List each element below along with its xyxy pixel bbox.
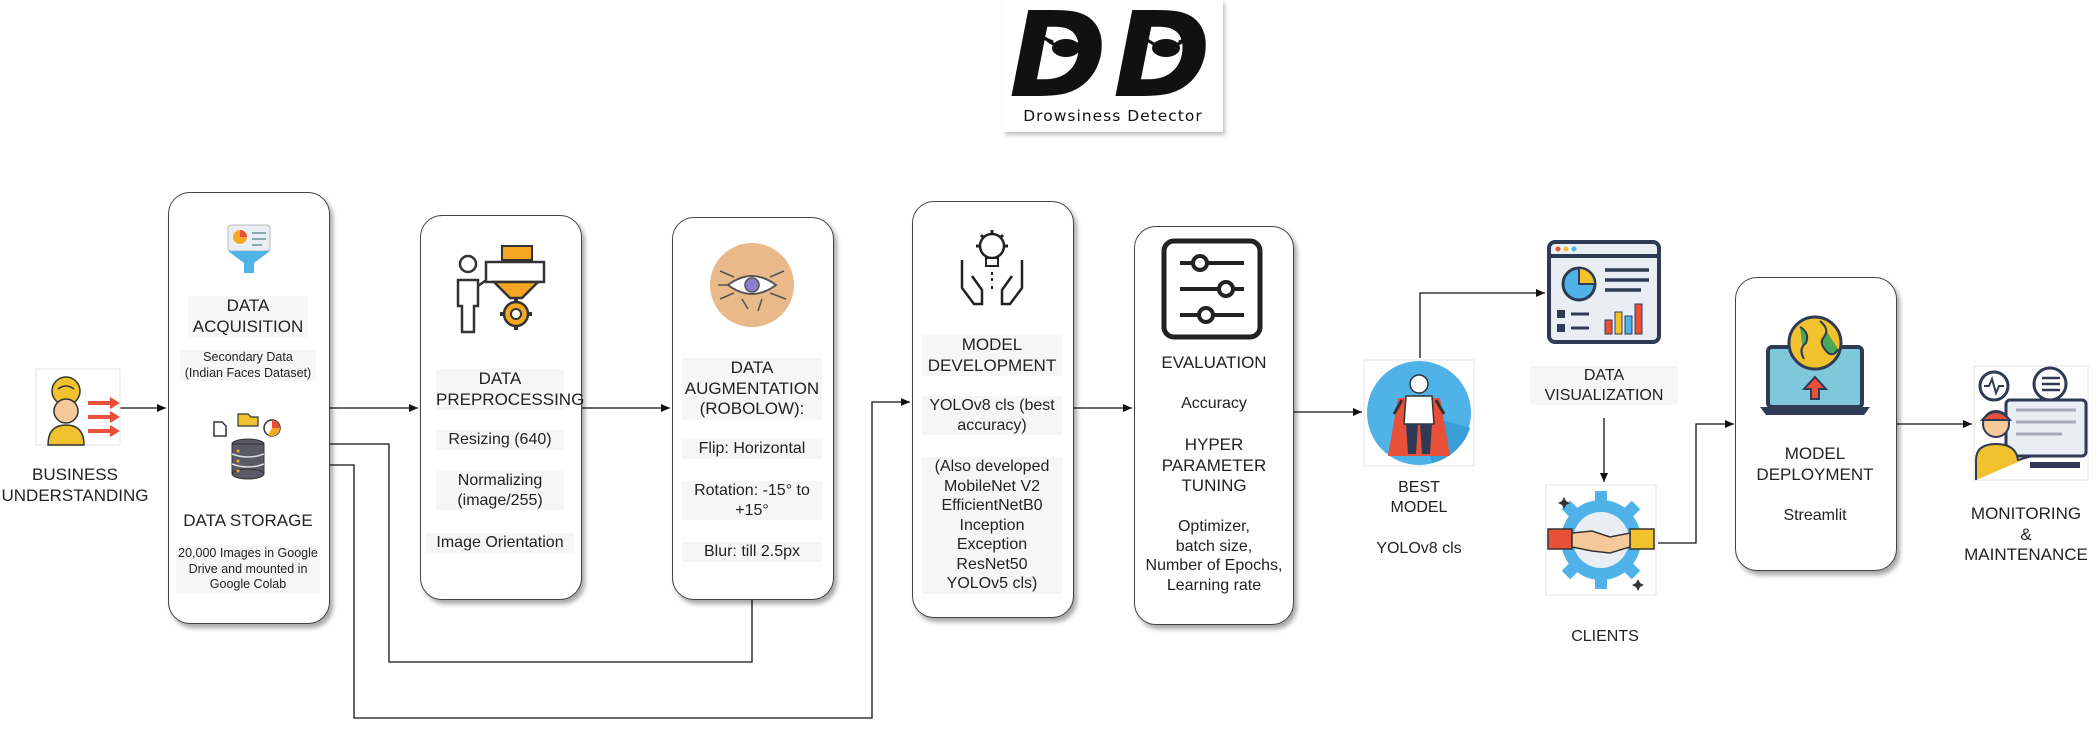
handshake-gear-icon	[1545, 484, 1657, 596]
data-acquisition-detail: Secondary Data (Indian Faces Dataset)	[180, 350, 316, 382]
preprocessing-item-normalizing: Normalizing (image/255)	[436, 471, 564, 511]
hyperparameter-tuning-items: Optimizer, batch size, Number of Epochs,…	[1145, 518, 1283, 594]
model-development-also: (Also developed MobileNet V2 EfficientNe…	[922, 457, 1062, 594]
preprocessing-item-resizing: Resizing (640)	[436, 430, 564, 450]
data-storage-title: DATA STORAGE	[183, 511, 313, 530]
arrow-augmentation-to-storage	[285, 440, 753, 663]
data-augmentation-title: DATA AUGMENTATION (ROBOLOW):	[682, 358, 822, 421]
superhero-icon	[1363, 359, 1475, 467]
best-model-name: YOLOv8 cls	[1376, 540, 1462, 557]
model-development-title: MODEL DEVELOPMENT	[922, 335, 1062, 377]
data-preprocessing-title: DATA PREPROCESSING	[436, 369, 585, 411]
evaluation-title: EVALUATION	[1161, 353, 1267, 372]
monitoring-maintenance-title: MONITORING & MAINTENANCE	[1964, 504, 2088, 565]
arrow-bestmodel-to-visualization	[1419, 289, 1545, 358]
model-deployment-title: MODEL DEPLOYMENT	[1756, 444, 1874, 484]
sliders-icon	[1161, 238, 1263, 340]
drowsiness-detector-logo: DD Drowsiness Detector	[1003, 0, 1223, 132]
data-storage-detail: 20,000 Images in Google Drive and mounte…	[176, 546, 320, 593]
hands-gear-bulb-icon	[960, 230, 1024, 306]
model-deployment-platform: Streamlit	[1783, 507, 1847, 524]
augmentation-item-flip: Flip: Horizontal	[682, 439, 822, 459]
preprocessing-item-orientation: Image Orientation	[426, 533, 574, 553]
data-acquisition-title: DATA ACQUISITION	[188, 296, 308, 338]
eye-icon	[710, 243, 794, 327]
laptop-globe-icon	[1760, 315, 1870, 415]
business-person-icon	[35, 368, 121, 446]
augmentation-item-rotation: Rotation: -15° to +15°	[682, 481, 822, 521]
best-model-title: BEST MODEL	[1390, 479, 1448, 516]
sleepy-eyes-icon	[1038, 34, 1194, 57]
dashboard-icon	[1547, 240, 1661, 344]
evaluation-metric: Accuracy	[1181, 395, 1247, 412]
model-development-best: YOLOv8 cls (best accuracy)	[922, 396, 1062, 436]
logo-letters: DD	[1009, 0, 1217, 124]
clients-title: CLIENTS	[1571, 628, 1639, 645]
arrow-clients-to-deployment	[1658, 420, 1734, 544]
database-icon	[213, 413, 281, 480]
preprocessing-icon	[456, 245, 546, 334]
data-visualization-title: DATA VISUALIZATION	[1530, 366, 1678, 406]
hyperparameter-tuning-title: HYPER PARAMETER TUNING	[1161, 435, 1267, 496]
model-deployment-box	[1735, 277, 1897, 571]
augmentation-item-blur: Blur: till 2.5px	[682, 542, 822, 562]
monitoring-person-icon	[1973, 365, 2089, 481]
business-understanding-label: BUSINESS UNDERSTANDING	[1, 465, 149, 505]
arrow-storage-to-model	[285, 398, 910, 719]
data-funnel-icon	[227, 224, 271, 273]
logo-subtitle: Drowsiness Detector	[1023, 107, 1203, 125]
